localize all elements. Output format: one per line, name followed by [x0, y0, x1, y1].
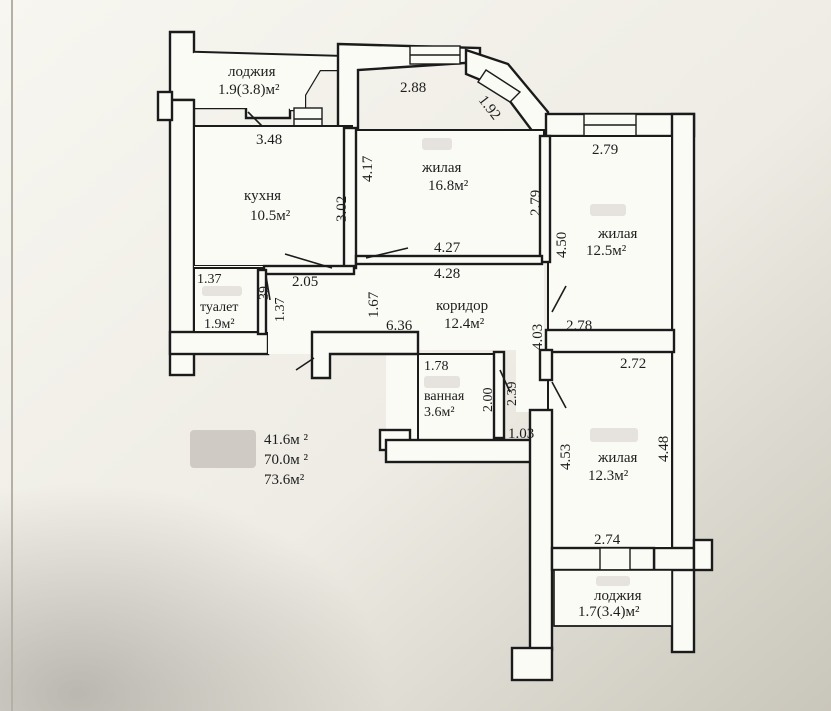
loggia-top-area: 1.9(3.8)м²: [218, 82, 280, 98]
dim-4-48: 4.48: [656, 436, 672, 462]
bathroom-name: ванная: [424, 389, 465, 404]
dim-2-78: 2.78: [566, 318, 592, 334]
total-living-area: 41.6м ²: [264, 432, 308, 448]
dim-4-28: 4.28: [434, 266, 460, 282]
total-area: 70.0м ²: [264, 452, 308, 468]
dim-1-37-top: 1.37: [197, 272, 222, 287]
partitions: [256, 126, 676, 682]
toilet-area: 1.9м²: [204, 317, 235, 332]
toilet-name: туалет: [200, 300, 238, 315]
redactions: [190, 138, 638, 586]
loggia-bottom-area: 1.7(3.4)м²: [578, 604, 640, 620]
total-with-loggias: 73.6м²: [264, 472, 305, 488]
room-living-right-bottom: [547, 351, 673, 549]
dim-1-67: 1.67: [366, 291, 382, 318]
dim-1-78: 1.78: [424, 359, 449, 374]
dim-4-17: 4.17: [360, 155, 376, 182]
kitchen-name: кухня: [244, 188, 281, 204]
room-bathroom: [417, 353, 503, 441]
living-center-name: жилая: [421, 160, 462, 176]
bathroom-area: 3.6м²: [424, 405, 455, 420]
living-right-top-area: 12.5м²: [586, 243, 627, 259]
kitchen-area: 10.5м²: [250, 208, 291, 224]
corridor-name: коридор: [436, 298, 488, 314]
dim-39: 39: [257, 286, 272, 300]
dim-2-39: 2.39: [505, 382, 520, 407]
redaction-block: [190, 430, 256, 468]
dim-2-00: 2.00: [481, 388, 496, 413]
living-center-area: 16.8м²: [428, 178, 469, 194]
room-living-right-top: [547, 135, 673, 335]
loggia-bottom-name: лоджия: [594, 588, 642, 604]
room-corridor: [194, 258, 548, 440]
dim-1-03: 1.03: [508, 426, 534, 442]
dim-2-05: 2.05: [292, 274, 318, 290]
living-right-bottom-area: 12.3м²: [588, 468, 629, 484]
dim-2-74: 2.74: [594, 532, 621, 548]
living-right-bottom-name: жилая: [597, 450, 638, 466]
dim-2-72: 2.72: [620, 356, 646, 372]
dim-4-03: 4.03: [530, 324, 546, 350]
dim-4-50: 4.50: [554, 232, 570, 258]
dim-3-48: 3.48: [256, 132, 282, 148]
room-toilet: [193, 267, 265, 333]
loggia-top: [168, 30, 340, 127]
living-right-top-name: жилая: [597, 226, 638, 242]
dim-2-79-side: 2.79: [528, 190, 544, 216]
windows: [293, 45, 637, 137]
dim-1-37-side: 1.37: [273, 298, 288, 323]
loggia-top-name: лоджия: [228, 64, 276, 80]
corridor-area: 12.4м²: [444, 316, 485, 332]
dim-4-53: 4.53: [558, 444, 574, 470]
dim-6-36: 6.36: [386, 318, 413, 334]
dim-2-88: 2.88: [400, 80, 426, 96]
dim-4-27: 4.27: [434, 240, 461, 256]
dim-3-02: 3.02: [334, 196, 350, 222]
dim-2-79-top: 2.79: [592, 142, 618, 158]
